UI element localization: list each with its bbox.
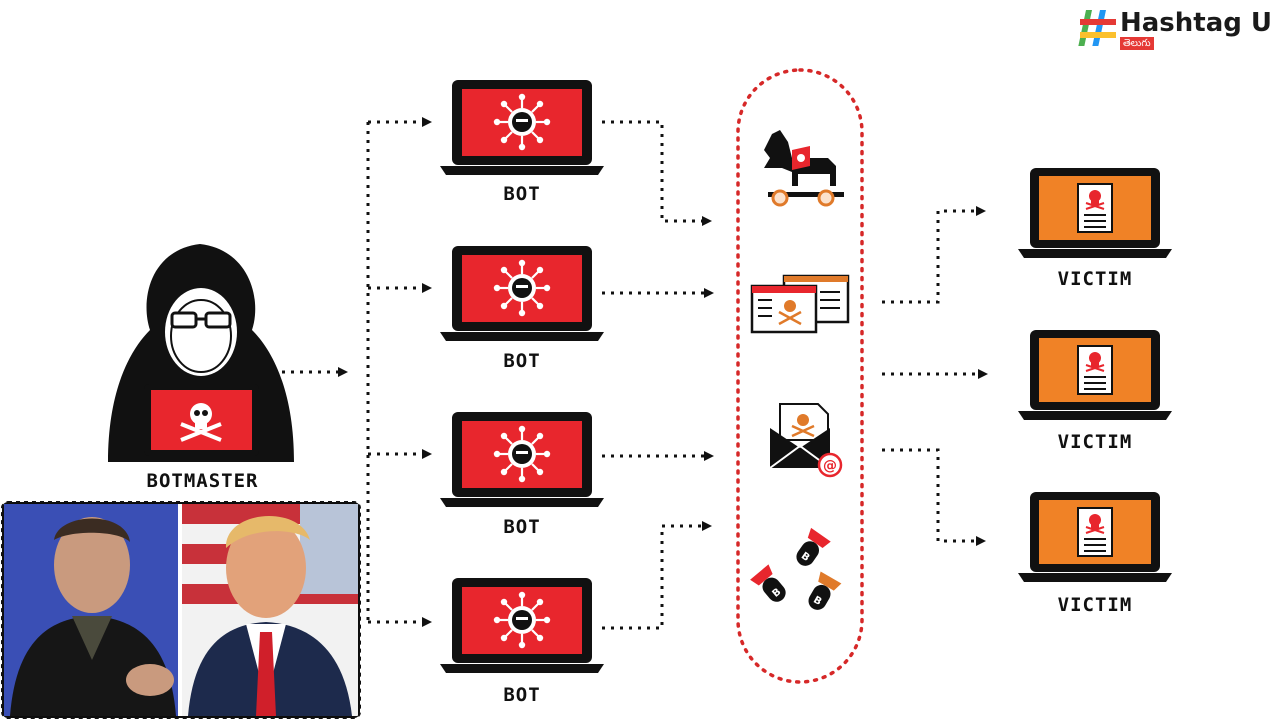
arrow-to-victim-3 — [882, 448, 986, 546]
arrow-bot4-bomb — [602, 521, 712, 630]
inset-photo — [2, 502, 360, 718]
malware-window-icon — [750, 274, 850, 334]
victim-label-3: VICTIM — [1057, 594, 1133, 616]
trojan-horse-icon — [764, 130, 844, 207]
brand-tagline: తెలుగు — [1120, 37, 1154, 50]
bot-label-4: BOT — [503, 684, 541, 706]
brand-name: Hashtag U — [1120, 8, 1273, 38]
bot-laptop-4 — [438, 576, 606, 675]
bot-laptop-2 — [438, 244, 606, 343]
bot-label-3: BOT — [503, 516, 541, 538]
skull-icon — [180, 403, 222, 442]
hashtag-logo-icon — [1078, 10, 1116, 46]
bot-label-2: BOT — [503, 350, 541, 372]
svg-text:@: @ — [823, 458, 837, 474]
botmaster-figure — [108, 244, 294, 462]
bot-laptop-1 — [438, 78, 606, 177]
bot-laptop-3 — [438, 410, 606, 509]
arrow-bot1-trojan — [602, 120, 712, 226]
victim-laptop-2 — [1017, 329, 1173, 421]
inset-photo-border — [1, 501, 361, 719]
bomb-icon: B B B — [750, 527, 842, 610]
phishing-email-icon: @ — [769, 403, 843, 478]
victim-laptop-1 — [1017, 167, 1173, 259]
arrow-to-victim-1 — [882, 206, 986, 304]
bot-label-1: BOT — [503, 183, 541, 205]
victim-laptop-3 — [1017, 491, 1173, 583]
attack-vectors-ring — [736, 68, 864, 684]
botmaster-label: BOTMASTER — [146, 470, 259, 492]
victim-label-2: VICTIM — [1057, 431, 1133, 453]
victim-label-1: VICTIM — [1057, 268, 1133, 290]
